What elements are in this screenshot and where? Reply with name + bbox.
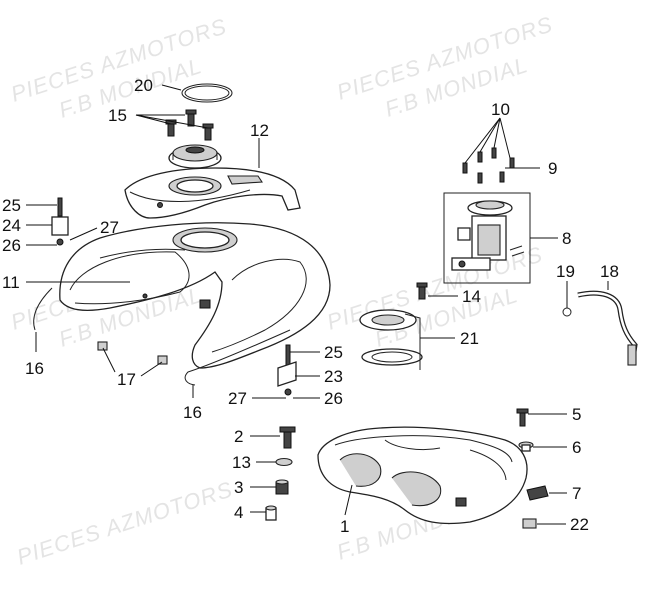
callout-7: 7 [572,484,581,503]
callout-9: 9 [548,159,557,178]
leader-lines [26,84,609,525]
part-13-washer [275,457,293,467]
callout-2: 2 [234,427,243,446]
part-12-tank-cover [124,167,301,219]
callout-4: 4 [234,503,243,522]
callout-14: 14 [462,287,481,306]
callout-13: 13 [232,453,251,472]
part-22-nut [522,518,537,529]
callout-labels: 20 15 12 10 9 25 24 27 26 8 11 19 18 14 … [2,76,619,536]
watermark-text: PIECES AZMOTORS [14,476,236,569]
callout-19: 19 [556,262,575,281]
callout-3: 3 [234,478,243,497]
part-16-right-trim [184,329,291,386]
part-2-bolt [279,426,296,449]
callout-23: 23 [324,367,343,386]
part-21-flange [359,309,423,370]
callout-22: 22 [570,515,589,534]
callout-12: 12 [250,121,269,140]
callout-15: 15 [108,106,127,125]
callout-16-right: 16 [183,403,202,422]
part-3-spacer [275,479,289,495]
part-15-screws [165,109,214,141]
part-16-left-trim [33,287,53,331]
callout-27-left: 27 [100,218,119,237]
callout-10: 10 [491,100,510,119]
part-7-clip [526,485,549,501]
callout-24: 24 [2,216,21,235]
callout-20: 20 [134,76,153,95]
callout-25-left: 25 [2,196,21,215]
callout-17: 17 [117,370,136,389]
callout-8: 8 [562,229,571,248]
part-19-hose-clamp [562,307,572,317]
callout-25-right: 25 [324,343,343,362]
part-17-clips [97,341,168,365]
fuel-filler-cap [168,144,222,169]
callout-5: 5 [572,405,581,424]
callout-26-left: 26 [2,236,21,255]
part-18-breather-hose [577,290,638,366]
callout-27-right: 27 [228,389,247,408]
callout-11: 11 [2,273,20,292]
part-11-tank-shell [59,222,331,369]
part-10-screws [462,147,515,184]
part-14-screw [416,282,428,300]
callout-21: 21 [460,329,479,348]
callout-18: 18 [600,262,619,281]
callout-16-left: 16 [25,359,44,378]
part-5-screw [516,408,529,427]
callout-6: 6 [572,438,581,457]
part-6-grommet [518,441,534,452]
callout-1: 1 [340,517,349,536]
part-4-bushing [265,505,277,521]
part-8-fuel-pump [443,192,531,284]
left-bracket-hardware [51,197,69,246]
callout-26-right: 26 [324,389,343,408]
part-1-lower-tank [317,426,528,525]
part-20-o-ring [181,83,233,103]
right-bracket-hardware [277,344,297,396]
